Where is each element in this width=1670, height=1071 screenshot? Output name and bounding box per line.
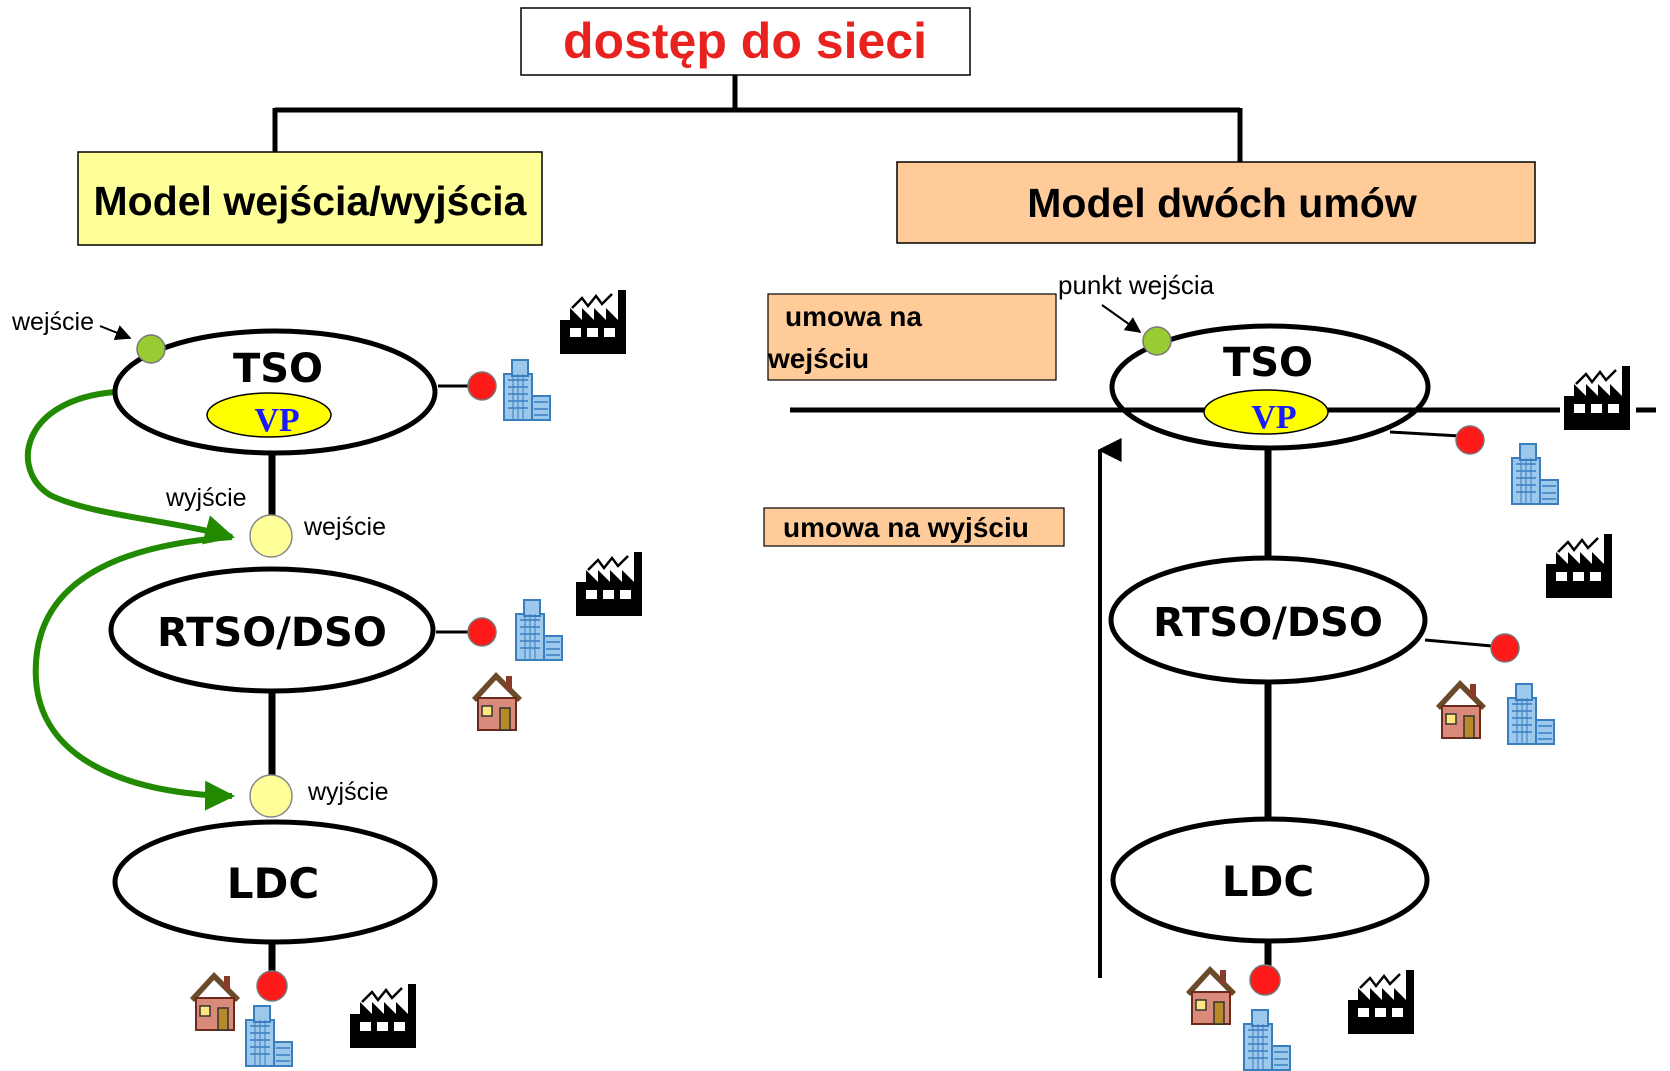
rtso-dso-node-right (1108, 555, 1428, 685)
entry-label-tso: wejście (11, 308, 94, 336)
entry-pointer (99, 325, 132, 341)
factory-icon (574, 550, 644, 618)
vp-node-right (1203, 389, 1329, 435)
entry-point-label: punkt wejścia (1058, 270, 1215, 300)
ldc-label-right: LDC (1222, 857, 1314, 906)
house-icon (189, 971, 241, 1031)
factory-icon (558, 288, 628, 356)
exit-node (249, 774, 293, 818)
entry-node (249, 514, 293, 558)
ldc-node-left (112, 819, 438, 945)
rtso-dso-label-right: RTSO/DSO (1153, 600, 1383, 646)
rtso-dso-label-left: RTSO/DSO (157, 610, 387, 656)
entry-contract-box (767, 293, 1057, 381)
office-building-icon (1511, 443, 1559, 505)
tso-label-right: TSO (1223, 340, 1313, 386)
house-icon (1185, 965, 1237, 1025)
red-exit-dot-rtso-left (467, 617, 497, 647)
vp-node-left (206, 392, 332, 438)
ldc-label-left: LDC (227, 859, 319, 908)
red-exit-dot-rtso-right (1490, 633, 1520, 663)
green-entry-dot-left (136, 334, 166, 364)
left-model-box (77, 151, 543, 246)
entry-label-rtso: wejście (303, 513, 386, 541)
entry-point-pointer (1101, 304, 1142, 333)
red-exit-dot-ldc-left (256, 970, 288, 1002)
office-building-icon (503, 359, 551, 421)
vp-label-right: VP (1251, 399, 1296, 436)
green-entry-dot-right (1142, 326, 1172, 356)
entry-contract-label-line2: wejściu (767, 343, 869, 374)
ldc-node-right (1110, 816, 1430, 944)
exit-contract-box (763, 507, 1065, 547)
office-building-icon (1507, 683, 1555, 745)
tso-node-left (112, 328, 438, 456)
page-title: dostęp do sieci (563, 13, 927, 69)
consumer-link-rtso-right (1424, 638, 1493, 648)
office-building-icon (1243, 1009, 1291, 1071)
factory-icon (1346, 968, 1416, 1036)
tree-connector (272, 75, 1243, 162)
right-model-box (896, 161, 1536, 244)
house-icon (1435, 679, 1487, 739)
red-exit-dot-tso-right (1455, 425, 1485, 455)
right-model-title: Model dwóch umów (1027, 180, 1417, 226)
red-exit-dot-ldc-right (1249, 964, 1281, 996)
consumer-link-tso-right (1389, 430, 1461, 438)
green-arrow-entry-to-exit (32, 534, 235, 811)
exit-label-upper: wyjście (165, 484, 247, 512)
entry-contract-label-line1: umowa na (785, 301, 922, 332)
exit-contract-label: umowa na wyjściu (783, 512, 1029, 543)
exit-label-lower: wyjście (307, 778, 389, 806)
tso-node-right (1109, 323, 1431, 451)
house-icon (471, 671, 523, 731)
left-model-title: Model wejścia/wyjścia (94, 178, 528, 224)
factory-icon (1544, 532, 1614, 600)
office-building-icon (515, 599, 563, 661)
office-building-icon (245, 1005, 293, 1067)
factory-icon (348, 982, 418, 1050)
red-exit-dot-tso-left (467, 371, 497, 401)
factory-icon (1562, 364, 1632, 432)
title-box (520, 7, 971, 76)
rtso-dso-node-left (108, 566, 436, 694)
vp-label-left: VP (254, 402, 299, 439)
tso-label-left: TSO (233, 346, 323, 392)
green-arrow-tso-to-entry (24, 389, 235, 545)
